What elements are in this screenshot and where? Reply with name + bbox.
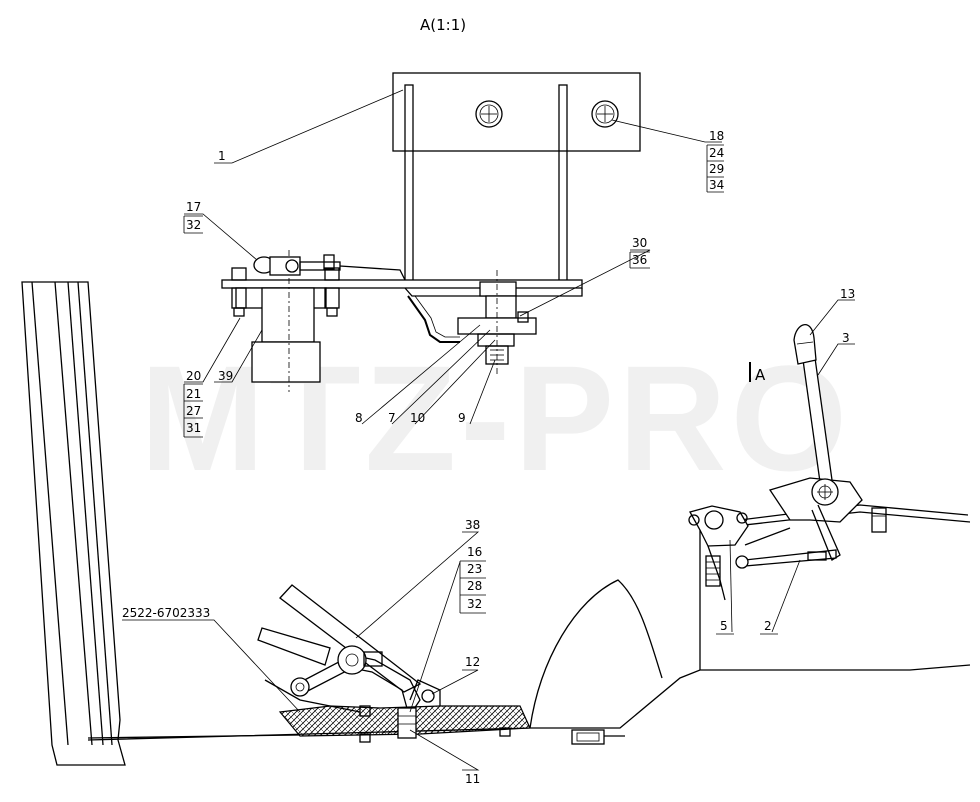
callout-20: 20 — [186, 369, 201, 383]
callout-38: 38 — [465, 518, 480, 532]
callout-18: 18 — [709, 129, 724, 143]
callout-7: 7 — [388, 411, 396, 425]
callout-9: 9 — [458, 411, 466, 425]
callout-32b: 32 — [467, 597, 482, 611]
callout-27: 27 — [186, 404, 201, 418]
callout-21: 21 — [186, 387, 201, 401]
callout-labels: 1 18 24 29 34 17 32 30 36 20 21 27 31 39… — [122, 129, 855, 786]
callout-39: 39 — [218, 369, 233, 383]
watermark: MTZ-PRO — [140, 334, 851, 502]
callout-31: 31 — [186, 421, 201, 435]
bracket-assembly — [221, 72, 641, 392]
part-number-label: 2522-6702333 — [122, 606, 210, 620]
callout-8: 8 — [355, 411, 363, 425]
lever-assembly — [688, 324, 887, 601]
leader-lines — [122, 89, 855, 771]
callout-3: 3 — [842, 331, 850, 345]
callout-30: 30 — [632, 236, 647, 250]
view-marker: A — [755, 366, 766, 384]
view-title: A(1:1) — [420, 16, 466, 34]
callout-24: 24 — [709, 146, 724, 160]
callout-28: 28 — [467, 579, 482, 593]
callout-36: 36 — [632, 253, 647, 267]
callout-17: 17 — [186, 200, 201, 214]
callout-12: 12 — [465, 655, 480, 669]
floor-housing — [87, 504, 971, 745]
callout-16: 16 — [467, 545, 482, 559]
callout-23: 23 — [467, 562, 482, 576]
callout-34: 34 — [709, 178, 724, 192]
callout-1: 1 — [218, 149, 226, 163]
callout-32a: 32 — [186, 218, 201, 232]
callout-5: 5 — [720, 619, 728, 633]
callout-10: 10 — [410, 411, 425, 425]
callout-13: 13 — [840, 287, 855, 301]
callout-29: 29 — [709, 162, 724, 176]
cab-frame — [21, 281, 126, 766]
callout-11: 11 — [465, 772, 480, 786]
callout-2: 2 — [764, 619, 772, 633]
